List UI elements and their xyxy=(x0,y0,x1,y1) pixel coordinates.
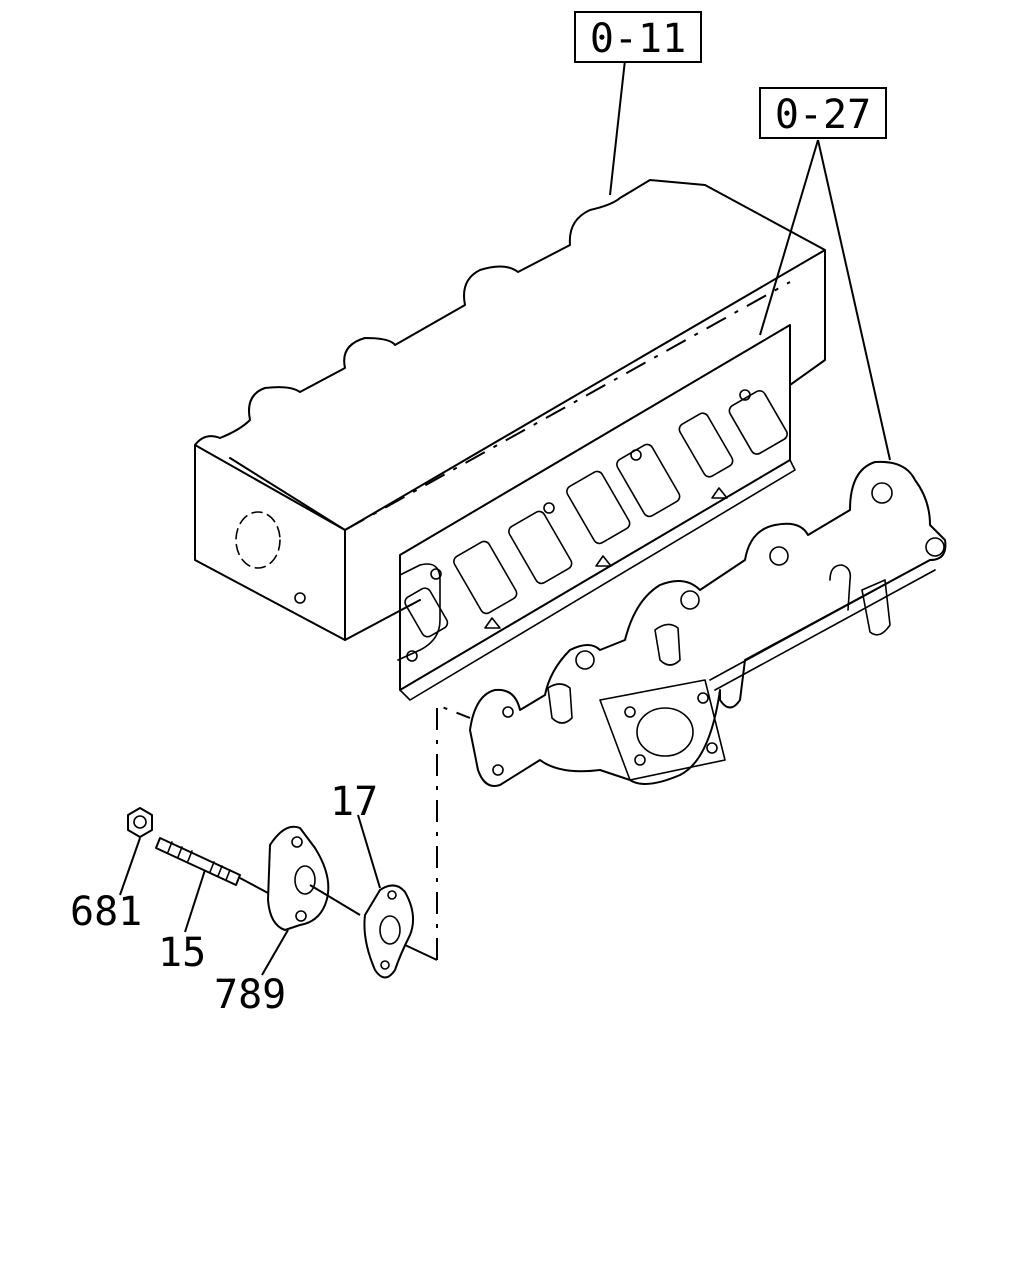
gasket-shape xyxy=(363,884,415,979)
cylinder-head-block xyxy=(194,179,826,641)
part-label-681[interactable]: 681 xyxy=(70,889,142,935)
exhaust-manifold xyxy=(469,460,947,787)
reference-label-0-27[interactable]: 0-27 xyxy=(775,92,871,138)
reference-box-0-11[interactable]: 0-11 xyxy=(574,11,702,63)
leader-lines xyxy=(119,59,891,976)
reference-label-0-11[interactable]: 0-11 xyxy=(590,16,686,62)
gasket-plate xyxy=(397,324,796,701)
part-label-15[interactable]: 15 xyxy=(158,930,206,976)
flange-shape xyxy=(267,825,330,931)
part-label-17[interactable]: 17 xyxy=(330,779,378,825)
part-label-789[interactable]: 789 xyxy=(214,972,286,1018)
small-parts xyxy=(127,807,415,979)
nut-shape xyxy=(127,807,153,838)
reference-box-0-27[interactable]: 0-27 xyxy=(759,87,887,139)
